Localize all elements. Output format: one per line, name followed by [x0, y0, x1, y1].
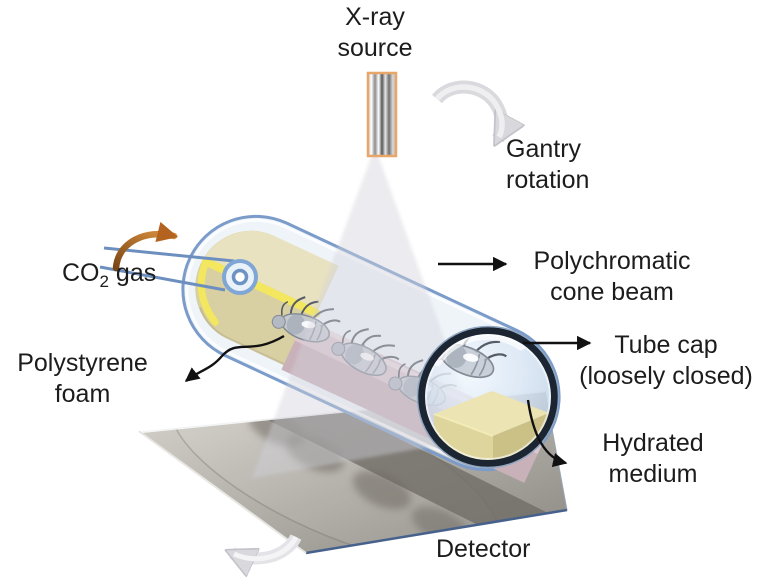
co2-flow-arrow	[112, 221, 179, 272]
gas-text: gas	[108, 259, 157, 287]
polychromatic-cone-beam-label: Polychromatic cone beam	[533, 247, 691, 306]
gantry-rotation-arrow-bottom	[232, 533, 302, 559]
arrow-to-hydrated-medium-label	[526, 399, 568, 468]
co2-text: CO	[62, 259, 100, 287]
cap-dark-ring	[418, 327, 558, 467]
polystyrene-foam-label: Polystyrene foam	[17, 349, 148, 408]
x-ray-source-rod	[366, 71, 398, 158]
foam-yellow-stripe-curve	[197, 258, 219, 326]
annotation-arrows	[184, 256, 592, 468]
gantry-rotation-label: Gantry rotation	[506, 135, 590, 194]
plate-left-edge	[139, 431, 307, 554]
detector-label: Detector	[436, 535, 531, 563]
tube-cap-circle	[416, 325, 560, 469]
co2-subscript: 2	[99, 272, 109, 291]
plate-front-edge	[305, 508, 568, 555]
gantry-rotation-arrow-top	[432, 80, 502, 139]
co2-gas-inlet	[99, 246, 258, 295]
arrow-to-polystyrene-label	[184, 334, 285, 382]
xray-source-label: X-ray source	[337, 3, 413, 62]
tube-cap-label: Tube cap (loosely closed)	[579, 331, 753, 390]
hydrated-medium-label: Hydrated medium	[602, 429, 704, 488]
co2-gas-label: CO2 gas	[62, 258, 156, 293]
